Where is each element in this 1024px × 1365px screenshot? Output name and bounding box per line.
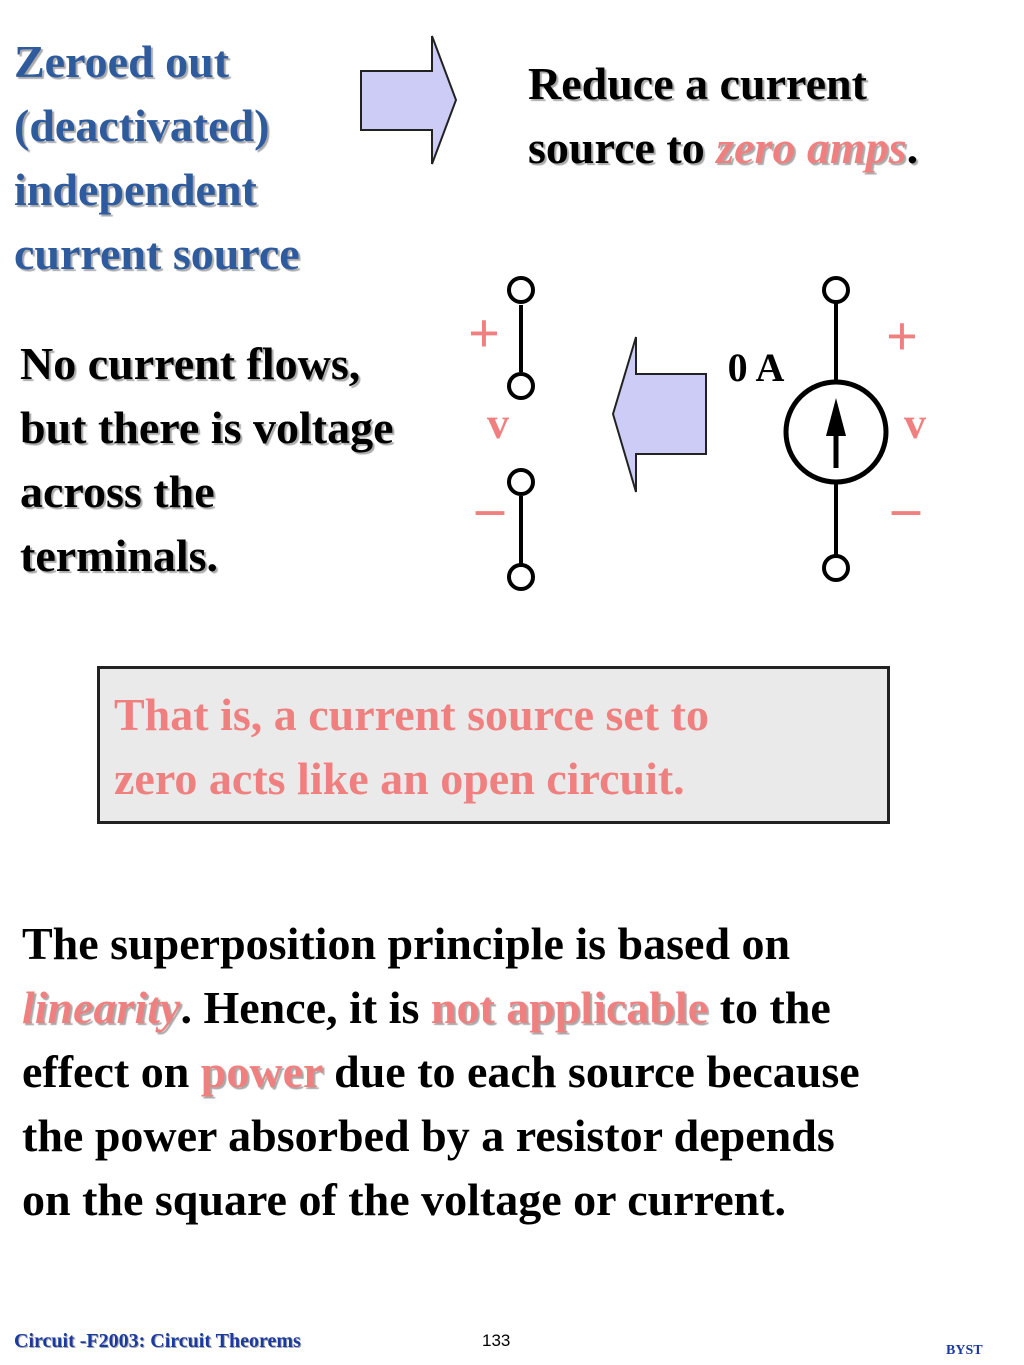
callout-line-1: That is, a current source set to [114,689,709,740]
terminal-bottom-outer [507,563,535,591]
terminal-top-inner [507,372,535,400]
not-applicable-emphasis: not applicable [430,982,709,1033]
title-line-4: current source [14,228,300,279]
power-emphasis: power [200,1046,323,1097]
nocurrent-line-3: across the [20,466,215,517]
open-minus: – [475,477,505,539]
title-line-2: (deactivated) [14,100,270,151]
reduce-statement: Reduce a current source to zero amps. [528,52,1018,180]
para-line-2-mid: . Hence, it is [180,982,431,1033]
source-terminal-top [822,276,850,304]
source-terminal-bottom [822,554,850,582]
right-arrow-icon [360,35,458,165]
nocurrent-line-1: No current flows, [20,338,361,389]
source-v: v [904,399,926,448]
para-line-3: effect on power due to each source becau… [22,1040,1012,1104]
current-arrow-head-icon [826,398,846,436]
para-line-3-start: effect on [22,1046,201,1097]
nocurrent-line-4: terminals. [20,530,219,581]
para-line-3-end: due to each source because [322,1046,860,1097]
reduce-suffix: . [906,122,919,173]
slide-title: Zeroed out (deactivated) independent cur… [14,30,354,286]
title-line-1: Zeroed out [14,36,230,87]
reduce-prefix: source to [528,122,717,173]
callout-line-2: zero acts like an open circuit. [114,753,685,804]
terminal-bottom-inner [507,468,535,496]
page-number: 133 [482,1331,511,1350]
terminal-top-outer [507,276,535,304]
source-current-label: 0 A [728,345,785,390]
current-source-diagram: 0 A + v – [728,276,926,582]
open-v: v [487,399,509,448]
reduce-line-2: source to zero amps. [528,116,1018,180]
superposition-paragraph: The superposition principle is based on … [22,912,1012,1232]
source-minus: – [891,477,921,539]
para-line-2: linearity. Hence, it is not applicable t… [22,976,1012,1040]
open-circuit-diagram: + v – [468,276,535,591]
reduce-emphasis: zero amps [716,122,907,173]
footer-course: Circuit -F2003: Circuit Theorems [14,1330,301,1352]
left-arrow-icon [611,336,707,493]
callout-box: That is, a current source set to zero ac… [97,666,890,824]
linearity-emphasis: linearity [22,982,181,1033]
para-line-1: The superposition principle is based on [22,918,791,969]
footer-author: BYST [946,1343,983,1358]
open-plus: + [468,303,500,365]
para-line-5: on the square of the voltage or current. [22,1174,787,1225]
para-line-2-end: to the [708,982,831,1033]
nocurrent-line-2: but there is voltage [20,402,394,453]
no-current-statement: No current flows, but there is voltage a… [20,332,460,588]
reduce-line-1: Reduce a current [528,58,867,109]
para-line-4: the power absorbed by a resistor depends [22,1110,835,1161]
source-plus: + [886,306,918,368]
title-line-3: independent [14,164,257,215]
